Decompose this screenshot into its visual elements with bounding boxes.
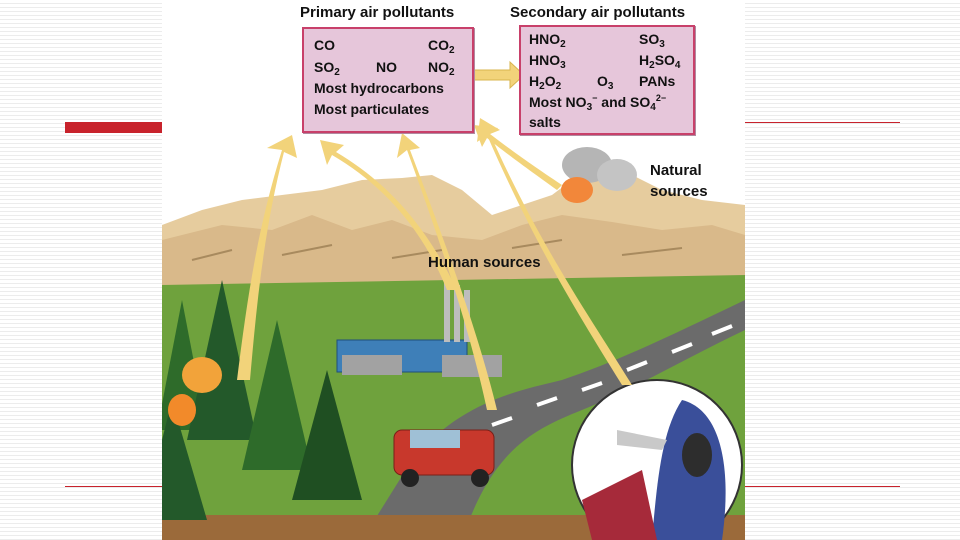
car-wheel-front [401, 469, 419, 487]
tree-3 [242, 320, 312, 470]
primary-pollutants-title: Primary air pollutants [300, 4, 455, 21]
pollutant-o3: O3 [597, 73, 614, 92]
mountain-ridges [191, 239, 683, 261]
arrow-worker-to-primary [477, 118, 632, 385]
factory-annex [342, 355, 402, 375]
tree-5 [162, 400, 207, 520]
respirator-mask [682, 433, 712, 477]
arrow-factory-to-primary [320, 140, 457, 290]
natural-sources-label: Natural sources [650, 162, 708, 200]
arrow-primary-to-secondary [473, 60, 525, 90]
human-sources-label: Human sources [428, 254, 541, 271]
factory-annex-2 [442, 355, 502, 377]
pollutant-no2: NO2 [428, 59, 455, 78]
accent-bar [65, 122, 165, 133]
pollutant-so3: SO3 [639, 31, 665, 50]
pollutant-h2so4: H2SO4 [639, 52, 681, 71]
pollutant-particulates: Most particulates [314, 101, 430, 117]
car-windshield [410, 430, 460, 448]
tree-2 [187, 280, 257, 440]
volcano-smoke-2 [597, 159, 637, 191]
forest-fire-2 [168, 394, 196, 426]
pollutant-pans: PANs [639, 73, 676, 89]
arrow-forest-to-primary [237, 135, 297, 380]
car-panel [582, 470, 657, 540]
pollutant-co: CO [314, 37, 335, 53]
secondary-pollutants-box: HNO2 SO3 HNO3 H2SO4 H2O2 O3 PANs Most NO… [519, 25, 695, 135]
smokestack-2 [454, 285, 460, 342]
arrow-volcano-to-primary [474, 125, 562, 190]
smokestack-1 [444, 280, 450, 342]
arrow-car-to-primary [397, 133, 497, 410]
primary-pollutants-box: CO CO2 SO2 NO NO2 Most hydrocarbons Most… [302, 27, 474, 133]
forest-fire [182, 357, 222, 393]
pollutant-nitrate-sulfate: Most NO3− and SO42− [529, 93, 667, 113]
pollutant-no: NO [376, 59, 397, 75]
spray-gun [617, 430, 667, 450]
divider-bottom-left [65, 486, 165, 487]
pollutant-salts: salts [529, 114, 561, 130]
car-wheel-back [471, 469, 489, 487]
divider-top-right [745, 122, 900, 123]
pollutant-hno2: HNO2 [529, 31, 566, 50]
pollutant-co2: CO2 [428, 37, 455, 56]
tree-1 [162, 300, 207, 430]
road [362, 300, 745, 540]
pollutant-hydrocarbons: Most hydrocarbons [314, 80, 444, 96]
divider-bottom-right [745, 486, 900, 487]
tree-4 [292, 370, 362, 500]
volcano-fire [561, 177, 593, 203]
air-pollutants-figure: Primary air pollutants Secondary air pol… [162, 0, 745, 540]
pollutant-so2: SO2 [314, 59, 340, 78]
pollutant-h2o2: H2O2 [529, 73, 562, 92]
pollutant-hno3: HNO3 [529, 52, 566, 71]
secondary-pollutants-title: Secondary air pollutants [510, 4, 686, 21]
